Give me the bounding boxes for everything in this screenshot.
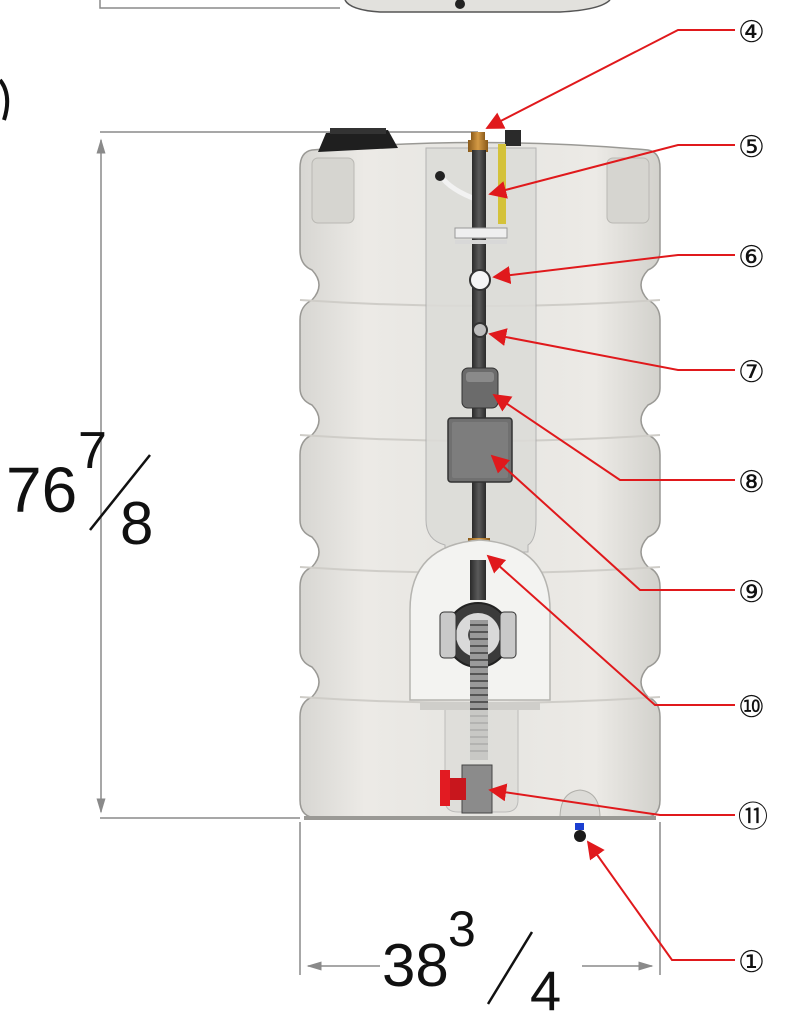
partial-top-figure	[0, 0, 611, 121]
callout-5: ⑤	[738, 131, 765, 164]
width-numerator: 3	[448, 901, 476, 957]
callout-10: ⑩	[738, 691, 765, 724]
leader-1	[586, 840, 735, 961]
callout-11: ⑪	[738, 801, 768, 834]
callout-4: ④	[738, 16, 765, 49]
leader-7	[488, 328, 735, 371]
leader-4	[485, 29, 735, 129]
leader-5	[488, 144, 735, 199]
width-whole: 38	[382, 932, 449, 999]
callout-6: ⑥	[738, 241, 765, 274]
height-numerator: 7	[78, 422, 107, 480]
dimension-lines	[96, 131, 661, 975]
leader-9	[490, 454, 735, 591]
leader-8	[492, 393, 735, 481]
callout-1: ①	[738, 946, 765, 979]
width-denominator: 4	[530, 959, 561, 1013]
leader-11	[488, 783, 735, 816]
height-dimension: 76 7 8	[6, 422, 153, 557]
callout-9: ⑨	[738, 576, 765, 609]
pipe-assembly	[409, 130, 551, 814]
leader-lines	[485, 29, 735, 961]
callouts: ④ ⑤ ⑥ ⑦ ⑧ ⑨ ⑩ ⑪ ①	[738, 16, 768, 979]
height-whole: 76	[6, 454, 77, 526]
width-dimension: 38 3 4	[382, 901, 561, 1013]
leader-6	[492, 254, 735, 285]
callout-7: ⑦	[738, 356, 765, 389]
callout-8: ⑧	[738, 466, 765, 499]
height-denominator: 8	[120, 490, 153, 557]
leader-10	[486, 554, 735, 706]
